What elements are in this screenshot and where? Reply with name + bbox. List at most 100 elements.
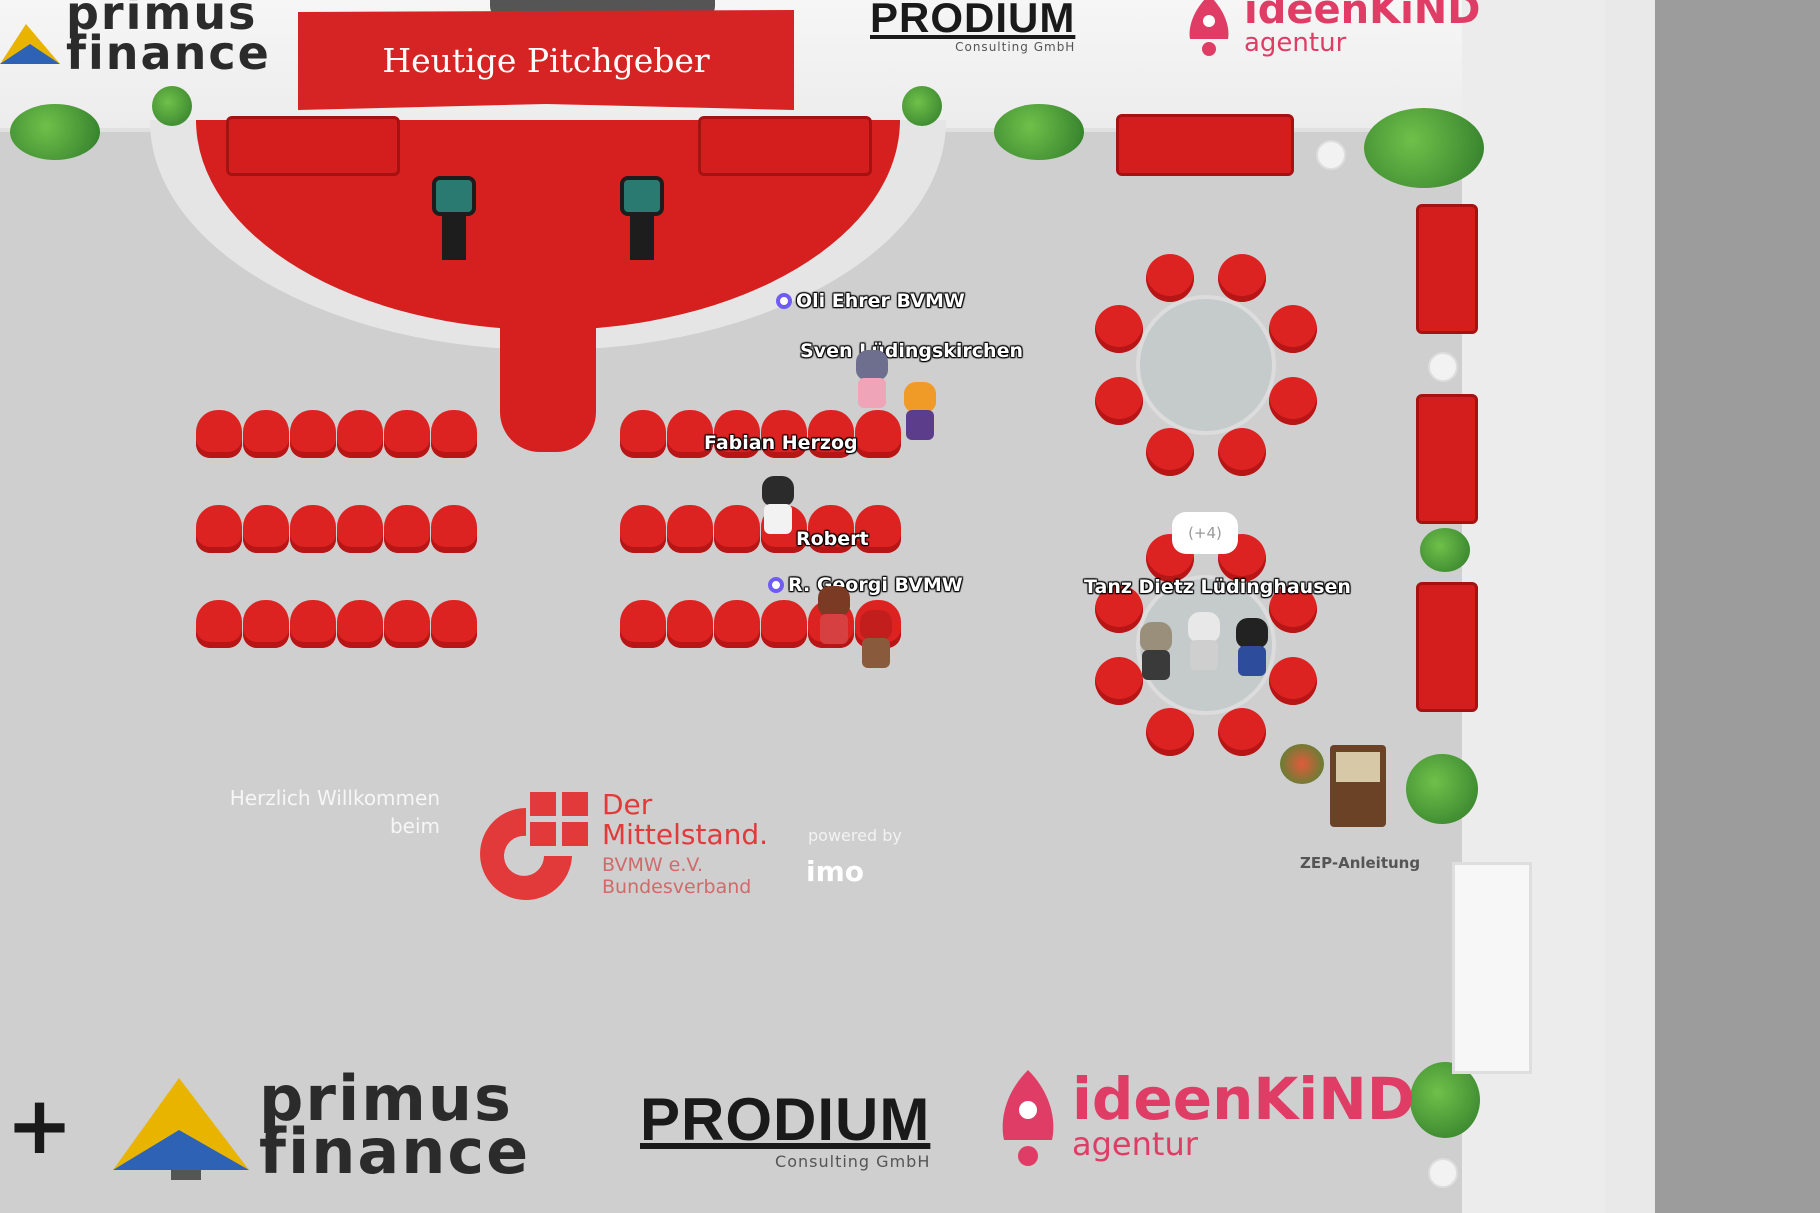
player-avatar[interactable] bbox=[756, 476, 800, 538]
player-avatar[interactable] bbox=[1230, 618, 1274, 680]
player-avatar[interactable] bbox=[854, 610, 898, 672]
audience-seat[interactable] bbox=[384, 600, 430, 648]
player-avatar[interactable] bbox=[898, 382, 942, 444]
audience-seat[interactable] bbox=[290, 410, 336, 458]
audience-seat[interactable] bbox=[667, 600, 713, 648]
ideenkind-name-top: ideenKiND bbox=[1244, 0, 1481, 33]
audience-seat[interactable] bbox=[714, 410, 760, 458]
prodium-sub-bottom: Consulting GmbH bbox=[775, 1152, 931, 1171]
lounge-sofa-right-2 bbox=[1416, 394, 1478, 524]
speech-bubble: (+4) bbox=[1172, 512, 1238, 554]
audience-seat[interactable] bbox=[337, 505, 383, 553]
round-table-seat[interactable] bbox=[1268, 585, 1317, 634]
round-table-seat[interactable] bbox=[1217, 254, 1266, 303]
round-table-seat[interactable] bbox=[1268, 305, 1317, 354]
player-label[interactable]: Robert bbox=[796, 528, 869, 550]
primus-finance-logo-bottom: + primus finance bbox=[6, 1061, 531, 1188]
audience-seat[interactable] bbox=[196, 505, 242, 553]
audience-seat[interactable] bbox=[243, 505, 289, 553]
audience-seat[interactable] bbox=[620, 600, 666, 648]
lectern-right bbox=[620, 176, 664, 260]
side-table-3 bbox=[1428, 1158, 1458, 1188]
audience-seat[interactable] bbox=[431, 410, 477, 458]
audience-seat[interactable] bbox=[243, 600, 289, 648]
player-avatar[interactable] bbox=[812, 586, 856, 648]
audience-seat[interactable] bbox=[337, 410, 383, 458]
lectern-left bbox=[432, 176, 476, 260]
audience-seat[interactable] bbox=[431, 505, 477, 553]
mittelstand-subtitle: BVMW e.V. Bundesverband bbox=[602, 854, 752, 898]
audience-seat[interactable] bbox=[714, 505, 760, 553]
audience-seat[interactable] bbox=[667, 505, 713, 553]
stage-runway bbox=[500, 300, 596, 452]
round-table-seat[interactable] bbox=[1268, 656, 1317, 705]
plant-top-center bbox=[994, 104, 1084, 160]
player-label[interactable]: Oli Ehrer BVMW bbox=[776, 290, 965, 312]
audience-seat[interactable] bbox=[196, 600, 242, 648]
stage-sofa-left bbox=[226, 116, 400, 176]
player-label[interactable]: R. Georgi BVMW bbox=[768, 574, 963, 596]
round-table-seat[interactable] bbox=[1217, 707, 1266, 756]
plant-top-right bbox=[1364, 108, 1484, 188]
plant-stage-right bbox=[902, 86, 942, 126]
audience-seat[interactable] bbox=[337, 600, 383, 648]
audience-seat[interactable] bbox=[808, 410, 854, 458]
mittelstand-title: Der Mittelstand. bbox=[602, 788, 769, 851]
round-table-seat[interactable] bbox=[1217, 427, 1266, 476]
audience-seat[interactable] bbox=[243, 410, 289, 458]
mittelstand-logo-icon bbox=[480, 792, 588, 900]
audience-seat[interactable] bbox=[761, 600, 807, 648]
audience-seat[interactable] bbox=[761, 410, 807, 458]
round-table-seat[interactable] bbox=[1095, 656, 1144, 705]
primus-line1-bottom: primus bbox=[259, 1061, 513, 1135]
audience-seat[interactable] bbox=[196, 410, 242, 458]
online-status-icon bbox=[776, 293, 792, 309]
ideenkind-sub-bottom: agentur bbox=[1072, 1125, 1198, 1164]
round-table-seat[interactable] bbox=[1095, 305, 1144, 354]
exit-door[interactable] bbox=[1452, 862, 1532, 1074]
audience-seat[interactable] bbox=[384, 505, 430, 553]
primus-line1: primus bbox=[66, 0, 258, 40]
player-label[interactable]: Sven Lüdingskirchen bbox=[800, 340, 1023, 362]
prodium-logo-top: PRODIUM Consulting GmbH bbox=[870, 0, 1075, 54]
powered-by-label: powered by bbox=[808, 826, 902, 845]
ideenkind-logo-top: ideenKiND agentur bbox=[1180, 0, 1480, 58]
player-label[interactable]: Fabian Herzog bbox=[704, 432, 858, 454]
top-wall bbox=[0, 0, 1605, 130]
side-table-2 bbox=[1428, 352, 1458, 382]
round-table-seat[interactable] bbox=[1146, 254, 1195, 303]
prodium-name-bottom: PRODIUM bbox=[640, 1086, 931, 1153]
stage-sofa-right bbox=[698, 116, 872, 176]
audience-seat[interactable] bbox=[290, 600, 336, 648]
round-table-seat[interactable] bbox=[1146, 427, 1195, 476]
player-avatar[interactable] bbox=[1182, 612, 1226, 674]
audience-seat[interactable] bbox=[620, 505, 666, 553]
imo-logo: imo bbox=[806, 855, 865, 888]
audience-seat[interactable] bbox=[384, 410, 430, 458]
primus-mountain-icon bbox=[0, 23, 60, 64]
audience-seat[interactable] bbox=[855, 410, 901, 458]
primus-line2-bottom: finance bbox=[259, 1115, 531, 1188]
rocket-icon bbox=[1002, 1070, 1054, 1166]
round-table-seat[interactable] bbox=[1095, 585, 1144, 634]
rocket-icon bbox=[1189, 0, 1229, 56]
round-table-seat[interactable] bbox=[1095, 376, 1144, 425]
audience-seat[interactable] bbox=[290, 505, 336, 553]
audience-seat[interactable] bbox=[667, 410, 713, 458]
player-label[interactable]: Tanz Dietz Lüdinghausen bbox=[1084, 576, 1351, 598]
side-table-1 bbox=[1316, 140, 1346, 170]
player-avatar[interactable] bbox=[850, 350, 894, 412]
audience-seat[interactable] bbox=[431, 600, 477, 648]
ideenkind-name-bottom: ideenKiND bbox=[1072, 1064, 1415, 1133]
prodium-sub-top: Consulting GmbH bbox=[955, 40, 1076, 54]
round-table-seat[interactable] bbox=[1146, 707, 1195, 756]
audience-seat[interactable] bbox=[855, 505, 901, 553]
primus-line2: finance bbox=[66, 25, 271, 80]
audience-seat[interactable] bbox=[714, 600, 760, 648]
audience-seat[interactable] bbox=[808, 505, 854, 553]
round-table-seat[interactable] bbox=[1268, 376, 1317, 425]
audience-seat[interactable] bbox=[620, 410, 666, 458]
lounge-sofa-right-3 bbox=[1416, 582, 1478, 712]
player-avatar[interactable] bbox=[1134, 622, 1178, 684]
